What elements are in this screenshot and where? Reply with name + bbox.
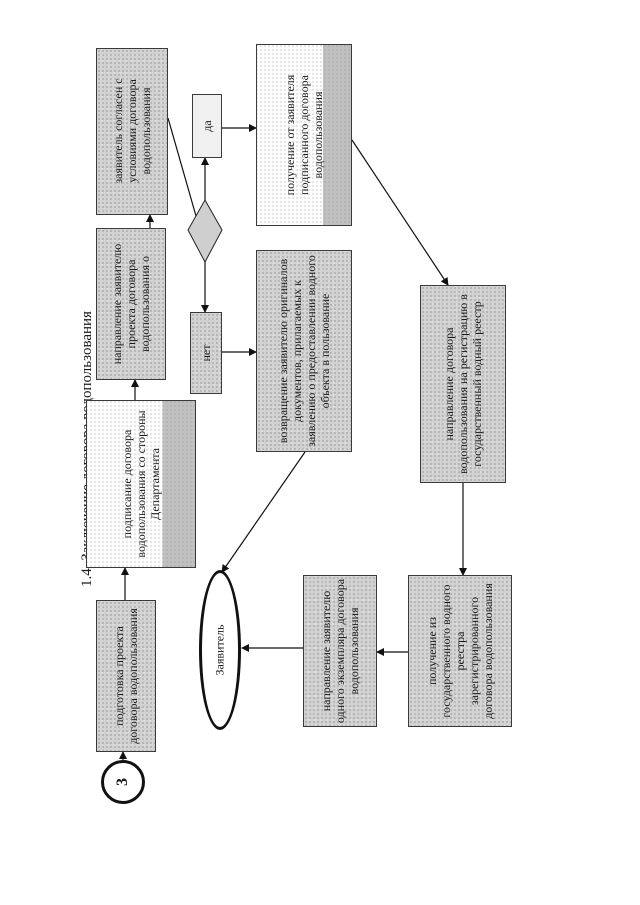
decision-yes-label: да [200, 120, 214, 132]
step-send-copy-label: направление заявителю одного экземпляра … [319, 578, 361, 724]
step-send-register-box [420, 285, 506, 483]
step-send-copy-box [303, 575, 377, 727]
step-receive-registered-label: получение из государственного водного ре… [425, 583, 495, 719]
start-connector-label: 3 [114, 778, 131, 786]
step-receive-signed-box [256, 44, 352, 226]
step-receive-registered-box [408, 575, 512, 727]
arrow-return-to-applicant [221, 451, 306, 573]
step-prepare-box [96, 600, 156, 752]
step-agree-label: заявитель согласен с условиями договора … [111, 78, 153, 184]
step-agree-box [96, 48, 168, 215]
arrow-agree-to-decision [167, 117, 202, 231]
step-prepare-label: подготовка проекта договора водопользова… [112, 608, 140, 744]
step-sign-box [86, 400, 196, 568]
step-return-docs-box [256, 250, 352, 452]
start-connector: 3 [101, 760, 145, 804]
step-sign-label: подписание договора водопользования со с… [120, 410, 162, 558]
step-receive-signed-label: получение от заявителя подписанного дого… [283, 74, 325, 196]
step-send-draft-box [96, 228, 166, 380]
applicant-label: Заявитель [212, 624, 227, 676]
decision-no-label: нет [199, 344, 213, 362]
step-send-draft-label: направление заявителю проекта договора в… [110, 243, 152, 365]
step-return-docs-label: возвращение заявителю оригиналов докумен… [276, 255, 332, 447]
decision-diamond [187, 198, 223, 264]
decision-no-box [190, 312, 222, 394]
arrow-signed-to-register [351, 139, 449, 286]
applicant-node: Заявитель [199, 570, 241, 730]
step-send-register-label: направление договора водопользования на … [442, 294, 484, 474]
decision-yes-box [192, 94, 222, 158]
